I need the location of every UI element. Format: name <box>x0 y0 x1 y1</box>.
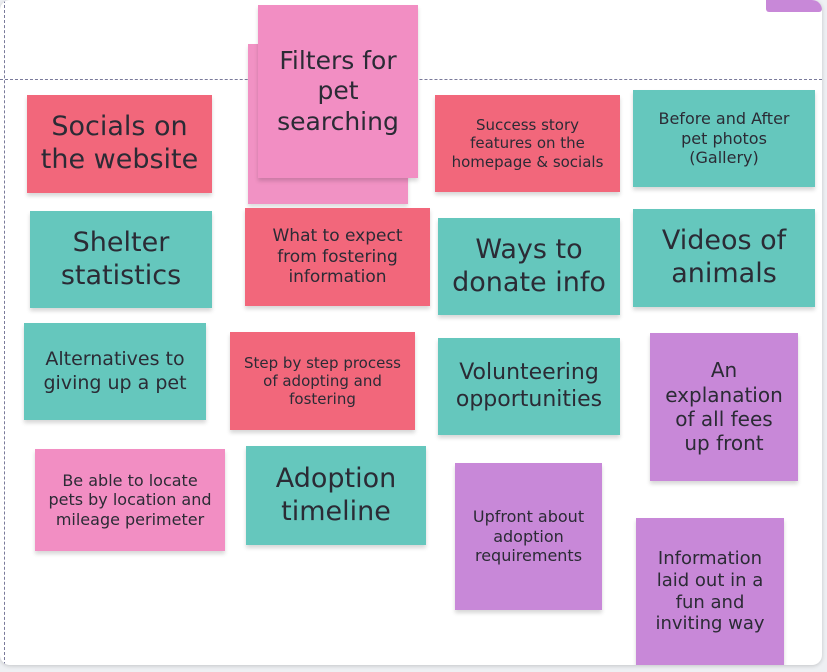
sticky-note-text: Socials on the website <box>40 111 199 175</box>
sticky-note-socials[interactable]: Socials on the website <box>27 95 212 193</box>
sticky-note-videos[interactable]: Videos of animals <box>633 209 815 307</box>
sticky-note-text: Adoption timeline <box>275 462 397 527</box>
sticky-note-fun-layout[interactable]: Information laid out in a fun and inviti… <box>636 518 784 665</box>
sticky-note-text: Information laid out in a fun and inviti… <box>655 547 765 635</box>
sticky-note-text: Step by step process of adopting and fos… <box>244 353 401 409</box>
sticky-note-shelter-statistics[interactable]: Shelter statistics <box>30 211 212 308</box>
sticky-note-text: Ways to donate info <box>452 233 606 298</box>
sticky-note-text: Shelter statistics <box>60 226 182 291</box>
sticky-note-locate-pets[interactable]: Be able to locate pets by location and m… <box>35 449 225 551</box>
sticky-note-alternatives[interactable]: Alternatives to giving up a pet <box>24 323 206 420</box>
sticky-note-text: Volunteering opportunities <box>455 359 603 412</box>
sticky-note-text: Videos of animals <box>661 225 787 289</box>
sticky-note-text: Before and After pet photos (Gallery) <box>658 109 790 168</box>
sticky-note-adoption-requirements[interactable]: Upfront about adoption requirements <box>455 463 602 610</box>
sticky-note-text: An explanation of all fees up front <box>665 358 783 456</box>
sticky-note-step-by-step[interactable]: Step by step process of adopting and fos… <box>230 332 415 430</box>
sticky-note-text: Success story features on the homepage &… <box>451 116 604 171</box>
sticky-note-text: What to expect from fostering informatio… <box>272 225 403 288</box>
sticky-note-text: Be able to locate pets by location and m… <box>48 470 212 529</box>
sticky-note-fees[interactable]: An explanation of all fees up front <box>650 333 798 481</box>
sticky-note-volunteering[interactable]: Volunteering opportunities <box>438 338 620 435</box>
sticky-note-text: Alternatives to giving up a pet <box>43 348 187 394</box>
frame-border-left <box>4 0 5 665</box>
sticky-note-donate-info[interactable]: Ways to donate info <box>438 218 620 315</box>
sticky-note-adoption-timeline[interactable]: Adoption timeline <box>246 446 426 545</box>
sticky-note-text: Upfront about adoption requirements <box>472 507 585 566</box>
partial-sticky-note[interactable] <box>766 0 822 12</box>
sticky-note-text: Filters for pet searching <box>277 45 399 136</box>
sticky-note-success-story[interactable]: Success story features on the homepage &… <box>435 95 620 192</box>
sticky-note-fostering-expectations[interactable]: What to expect from fostering informatio… <box>245 208 430 306</box>
sticky-note-filters[interactable]: Filters for pet searching <box>258 5 418 178</box>
sticky-note-before-after[interactable]: Before and After pet photos (Gallery) <box>633 90 815 187</box>
